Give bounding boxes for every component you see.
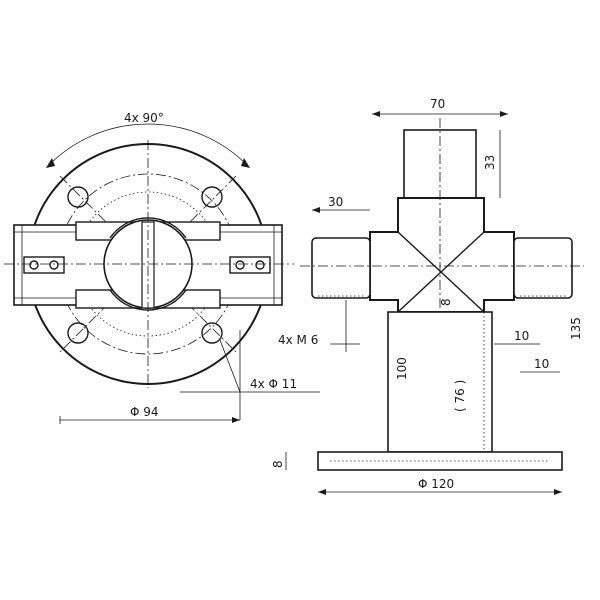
screw-right-1 <box>235 260 245 270</box>
offset-b-label: 10 <box>534 357 549 371</box>
diag-centerline-a <box>59 175 237 353</box>
dim-70-arrow-r <box>500 111 508 117</box>
base-diameter-arrow-l <box>318 489 326 495</box>
angle-arrow-left <box>46 158 55 168</box>
bolt-hole-bottom-left <box>67 322 89 344</box>
dim-30-label: 30 <box>328 195 343 209</box>
total-height-label: 135 <box>569 317 583 340</box>
bolt-hole-label: 4x Φ 11 <box>250 377 297 391</box>
top-view: 4x 90° 4x Φ 11 Φ 94 <box>4 111 320 424</box>
base-diameter-label: Φ 120 <box>418 477 454 491</box>
stem <box>387 311 493 453</box>
left-arm-tube <box>311 237 371 299</box>
base-thickness-label: 8 <box>271 460 285 468</box>
thread-label: 4x M 6 <box>278 333 318 347</box>
angle-arrow-right <box>241 158 250 168</box>
outer-diameter-arrow <box>232 417 240 423</box>
outer-diameter-label: Φ 94 <box>130 405 159 419</box>
diag-centerline-b <box>59 175 237 353</box>
cross-body <box>369 197 515 313</box>
bolt-hole-leader <box>219 339 241 393</box>
bolt-hole-top-left <box>67 186 89 208</box>
dim-70-label: 70 <box>430 97 445 111</box>
dim-33-label: 33 <box>483 155 497 170</box>
dim-30-arrow <box>312 207 320 213</box>
angle-label: 4x 90° <box>124 111 164 125</box>
screw-block-right <box>229 256 271 274</box>
screw-left-2 <box>49 260 59 270</box>
offset-a-label: 10 <box>514 329 529 343</box>
side-view: 70 33 30 4x M 6 8 10 10 135 100 ( 76 ) 8… <box>271 97 584 495</box>
base-diameter-arrow-r <box>554 489 562 495</box>
gap-label: 8 <box>439 298 453 306</box>
stem-height-label: 100 <box>395 357 409 380</box>
stem-diameter-label: ( 76 ) <box>453 380 467 412</box>
screw-left-1 <box>29 260 39 270</box>
right-arm-tube <box>513 237 573 299</box>
base-plate <box>317 451 563 471</box>
bolt-hole-top-right <box>201 186 223 208</box>
bolt-hole-bottom-right <box>201 322 223 344</box>
screw-block-left <box>23 256 65 274</box>
cross-x-b <box>397 231 485 313</box>
dim-70-arrow-l <box>372 111 380 117</box>
screw-right-2 <box>255 260 265 270</box>
angle-dim-arc <box>47 123 249 167</box>
